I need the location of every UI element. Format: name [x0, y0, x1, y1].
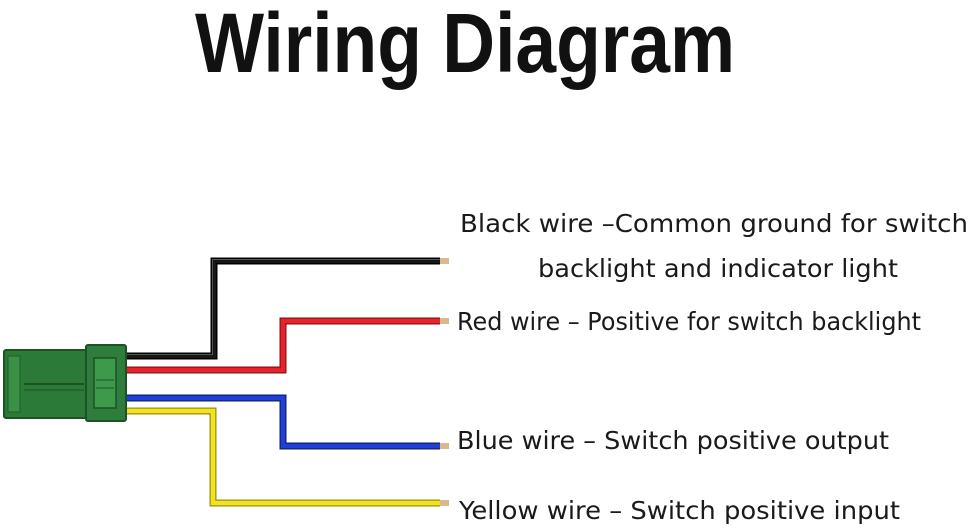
red-wire-core [120, 318, 440, 373]
yellow-wire-tip [440, 500, 449, 506]
blue-wire-tip [440, 443, 449, 449]
yellow-wire-label: Yellow wire – Switch positive input [458, 496, 900, 525]
red-wire [120, 317, 449, 374]
diagram-title: Wiring Diagram [195, 0, 735, 90]
black-wire-core [120, 259, 440, 358]
connector [3, 344, 127, 422]
blue-wire-core [120, 395, 440, 449]
blue-wire-label: Blue wire – Switch positive output [457, 426, 889, 455]
black-wire [120, 257, 449, 360]
black-wire-tip [440, 258, 449, 264]
red-wire-tip [440, 318, 449, 324]
red-wire-label: Red wire – Positive for switch backlight [457, 307, 921, 336]
black-wire-label-line1: Black wire –Common ground for switch [460, 209, 968, 238]
blue-wire [120, 394, 449, 450]
yellow-wire-core [120, 408, 440, 506]
black-wire-label-line2: backlight and indicator light [538, 254, 898, 283]
yellow-wire [120, 407, 449, 507]
